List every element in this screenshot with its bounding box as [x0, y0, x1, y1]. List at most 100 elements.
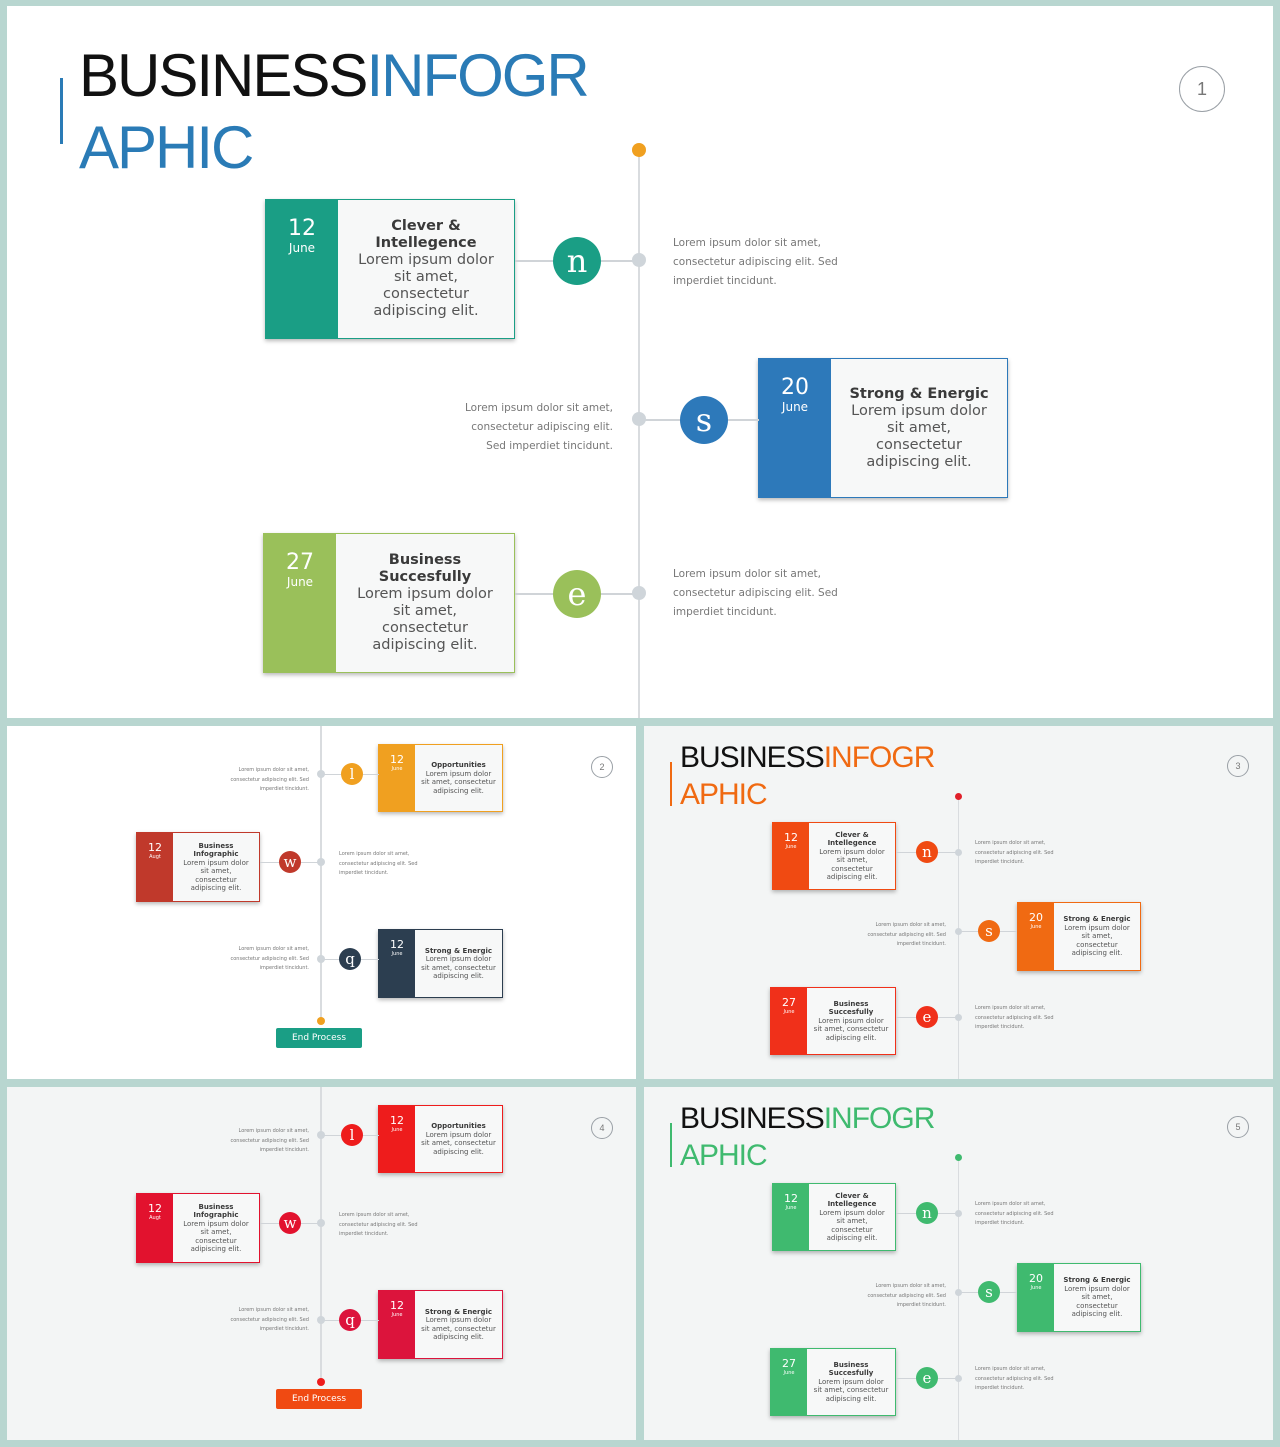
side-description: Lorem ipsum dolor sit amet, consectetur …	[867, 922, 946, 947]
timeline-node	[955, 849, 962, 856]
timeline-card: 27 June Business Succesfully Lorem ipsum…	[263, 533, 515, 673]
card-body: Opportunities Lorem ipsum dolor sit amet…	[415, 745, 502, 811]
card-body: Business Succesfully Lorem ipsum dolor s…	[807, 988, 895, 1054]
card-text: Lorem ipsum dolor sit amet, consectetur …	[813, 1016, 889, 1042]
timeline-card: 12 June Clever & Intellegence Lorem ipsu…	[265, 199, 515, 339]
timeline-node	[632, 586, 646, 600]
timeline-marker: n	[553, 237, 601, 285]
card-text: Lorem ipsum dolor sit amet, consectetur …	[421, 1316, 496, 1341]
card-date: 12 Augt	[137, 833, 173, 901]
card-day: 27	[286, 550, 314, 575]
card-day: 12	[784, 831, 798, 844]
slide-title: BUSINESSINFOGR	[680, 1104, 935, 1134]
title-accent-part: INFOGR	[366, 42, 589, 109]
card-body: Business Infographic Lorem ipsum dolor s…	[173, 833, 259, 901]
card-month: Augt	[149, 854, 161, 860]
side-description: Lorem ipsum dolor sit amet, consectetur …	[230, 767, 309, 792]
slide-1: BUSINESSINFOGR APHIC 1 12 June Clever & …	[7, 6, 1273, 718]
side-description: Lorem ipsum dolor sit amet, consectetur …	[230, 946, 309, 971]
timeline-axis	[320, 1087, 322, 1382]
card-day: 12	[390, 1299, 404, 1312]
card-title: Strong & Energic	[424, 1307, 493, 1316]
card-date: 12 Augt	[137, 1194, 173, 1262]
card-text: Lorem ipsum dolor sit amet, consectetur …	[183, 858, 249, 893]
slide-title-line2: APHIC	[680, 778, 768, 811]
card-text: Lorem ipsum dolor sit amet, consectetur …	[358, 252, 494, 319]
page-number: 1	[1179, 66, 1225, 112]
card-date: 12 June	[773, 1184, 809, 1250]
card-text: Lorem ipsum dolor sit amet, consectetur …	[819, 847, 885, 882]
card-date: 20 June	[1018, 903, 1054, 970]
card-date: 20 June	[759, 359, 831, 497]
card-month: June	[785, 844, 797, 850]
timeline-card: 12 June Strong & Energic Lorem ipsum dol…	[378, 929, 503, 998]
slide-2: 2 End Process 12 June Opportunities Lore…	[7, 726, 636, 1079]
end-process-button[interactable]: End Process	[276, 1028, 362, 1048]
timeline-axis	[638, 152, 640, 718]
timeline-node	[955, 928, 962, 935]
card-date: 12 June	[266, 200, 338, 338]
card-body: Strong & Energic Lorem ipsum dolor sit a…	[1054, 903, 1140, 970]
side-description: Lorem ipsum dolor sit amet, consectetur …	[339, 1212, 418, 1237]
card-body: Clever & Intellegence Lorem ipsum dolor …	[809, 823, 895, 889]
card-text: Lorem ipsum dolor sit amet, consectetur …	[851, 402, 987, 470]
slide-4: 4 End Process 12 June Opportunities Lore…	[7, 1087, 636, 1440]
timeline-axis	[320, 726, 322, 1021]
card-month: June	[1030, 1285, 1042, 1291]
card-day: 20	[1029, 1272, 1043, 1285]
page-number: 4	[591, 1117, 613, 1139]
card-text: Lorem ipsum dolor sit amet, consectetur …	[1064, 923, 1130, 958]
timeline-marker: w	[279, 1212, 301, 1234]
timeline-node	[317, 955, 325, 963]
card-month: June	[391, 766, 403, 772]
card-date: 20 June	[1018, 1264, 1054, 1331]
side-description: Lorem ipsum dolor sit amet, consectetur …	[673, 237, 838, 287]
title-dark-part: BUSINESS	[79, 42, 368, 109]
card-body: Strong & Energic Lorem ipsum dolor sit a…	[415, 1291, 502, 1358]
timeline-card: 27 June Business Succesfully Lorem ipsum…	[770, 987, 896, 1055]
page-number: 2	[591, 756, 613, 778]
card-text: Lorem ipsum dolor sit amet, consectetur …	[183, 1219, 249, 1254]
timeline-marker: l	[341, 1124, 363, 1146]
timeline-marker: q	[339, 1309, 361, 1331]
card-day: 12	[148, 841, 162, 854]
side-description: Lorem ipsum dolor sit amet, consectetur …	[975, 1005, 1054, 1030]
timeline-card: 12 June Opportunities Lorem ipsum dolor …	[378, 1105, 503, 1173]
card-text: Lorem ipsum dolor sit amet, consectetur …	[421, 1130, 496, 1156]
timeline-marker: e	[553, 570, 601, 618]
timeline-node	[955, 1210, 962, 1217]
card-month: June	[1030, 924, 1042, 930]
card-title: Opportunities	[431, 761, 486, 769]
timeline-node	[955, 1375, 962, 1382]
card-body: Opportunities Lorem ipsum dolor sit amet…	[415, 1106, 502, 1172]
timeline-axis	[958, 1157, 959, 1440]
card-day: 20	[781, 375, 809, 400]
slide-title-line2: APHIC	[680, 1139, 768, 1172]
timeline-marker: e	[916, 1006, 938, 1028]
timeline-marker: n	[916, 1202, 938, 1224]
card-month: June	[391, 951, 403, 957]
timeline-node	[317, 1316, 325, 1324]
side-description: Lorem ipsum dolor sit amet, consectetur …	[230, 1307, 309, 1332]
card-day: 27	[782, 996, 796, 1009]
title-accent-bar	[60, 78, 63, 144]
card-body: Strong & Energic Lorem ipsum dolor sit a…	[831, 359, 1007, 497]
side-description: Lorem ipsum dolor sit amet, consectetur …	[230, 1128, 309, 1153]
timeline-end-dot	[317, 1017, 325, 1025]
card-title: Clever & Intellegence	[827, 830, 877, 848]
card-date: 12 June	[379, 1106, 415, 1172]
timeline-card: 12 June Clever & Intellegence Lorem ipsu…	[772, 822, 896, 890]
timeline-marker: w	[279, 851, 301, 873]
end-process-button[interactable]: End Process	[276, 1389, 362, 1409]
card-text: Lorem ipsum dolor sit amet, consectetur …	[357, 586, 493, 653]
card-date: 27 June	[264, 534, 336, 672]
title-dark-part: BUSINESS	[680, 741, 825, 774]
title-accent-bar	[670, 1123, 672, 1167]
card-text: Lorem ipsum dolor sit amet, consectetur …	[819, 1208, 885, 1243]
slide-title-line2: APHIC	[79, 114, 254, 181]
timeline-start-dot	[955, 1154, 962, 1161]
side-description: Lorem ipsum dolor sit amet, consectetur …	[975, 1201, 1054, 1226]
card-text: Lorem ipsum dolor sit amet, consectetur …	[421, 955, 496, 980]
card-body: Business Infographic Lorem ipsum dolor s…	[173, 1194, 259, 1262]
card-date: 12 June	[379, 930, 415, 997]
